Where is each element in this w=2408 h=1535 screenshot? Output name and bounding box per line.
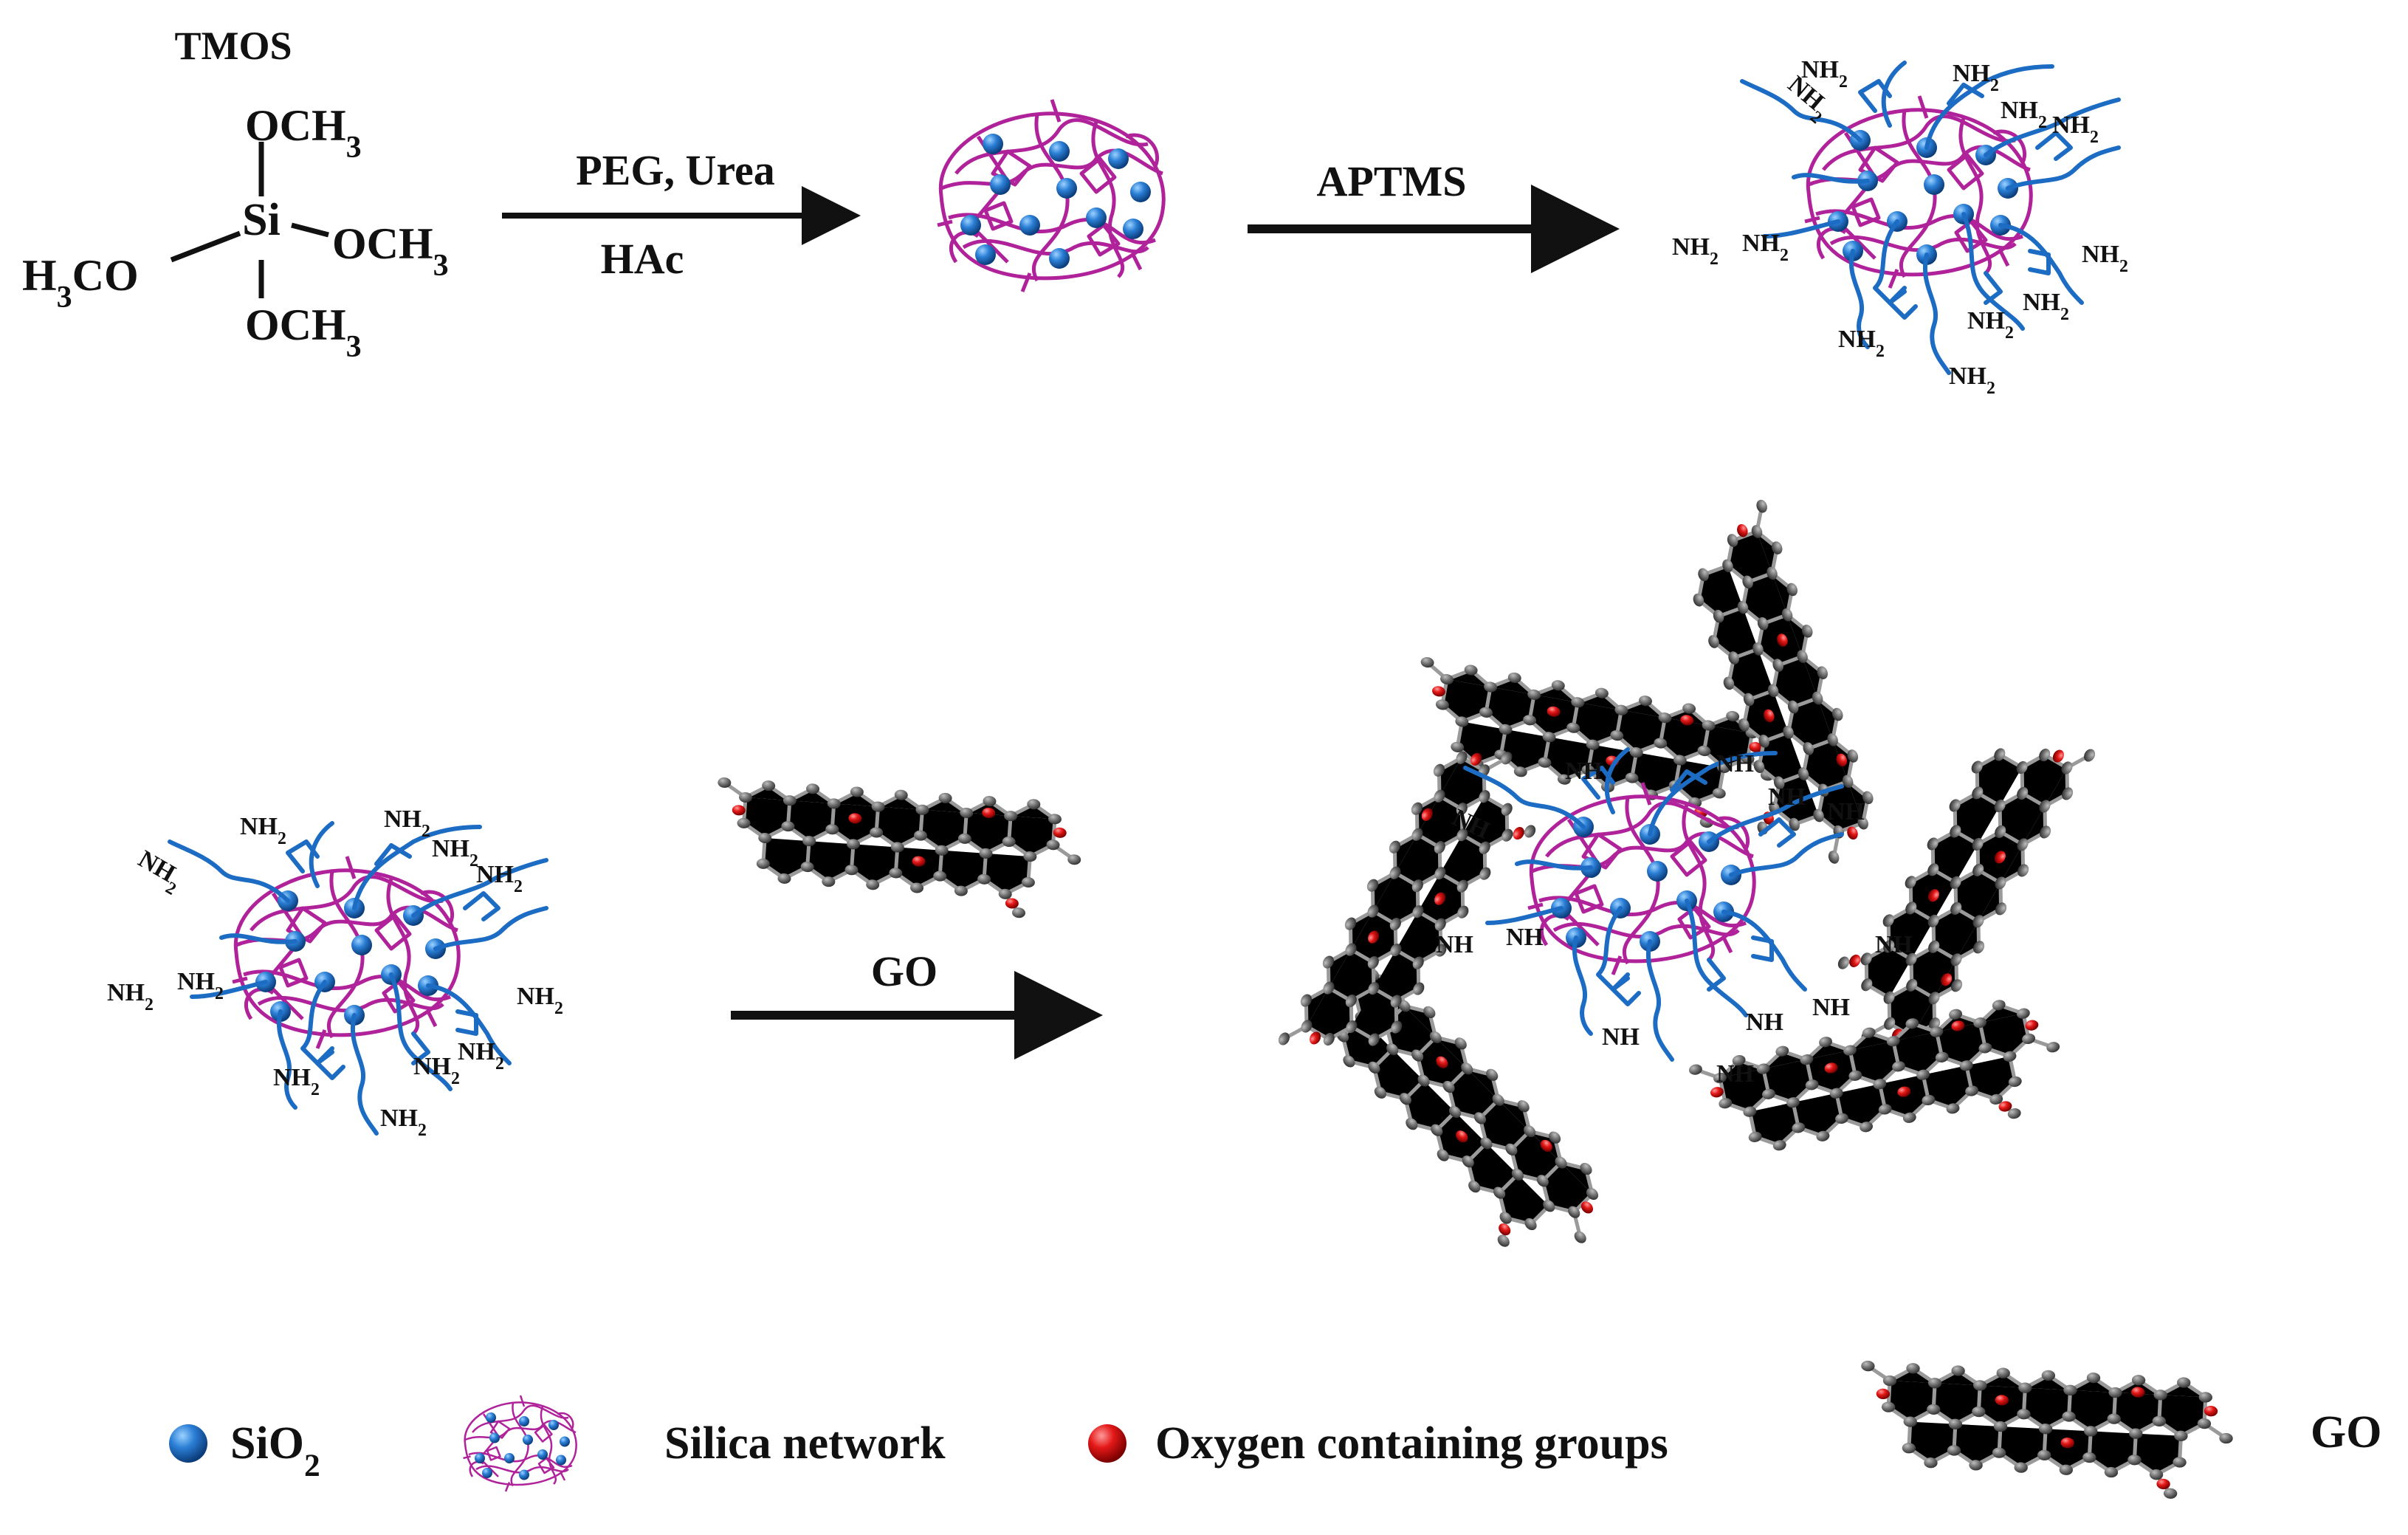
imine-label: NH bbox=[1746, 1009, 1783, 1036]
imine-label: NH bbox=[1812, 994, 1850, 1021]
legend: SiO2 Silica network Oxygen containing gr… bbox=[169, 1360, 2381, 1502]
h3co-left: H3CO bbox=[22, 251, 139, 315]
amine-label: NH2 bbox=[2023, 289, 2069, 324]
amine-label: NH2 bbox=[458, 1038, 504, 1074]
step1-arrow-group: PEG, Urea HAc bbox=[502, 146, 861, 283]
amine-label: NH2 bbox=[476, 861, 523, 896]
imine-label: NH bbox=[1602, 1023, 1640, 1051]
imine-label: NH bbox=[1506, 924, 1544, 951]
legend-sio2-label: SiO2 bbox=[230, 1418, 320, 1483]
step2-arrow-group: APTMS bbox=[1248, 157, 1620, 273]
imine-label: NH bbox=[1436, 931, 1473, 958]
amine-label: NH2 bbox=[1953, 60, 1999, 95]
amine-label: NH2 bbox=[107, 979, 154, 1014]
legend-sio2: SiO2 bbox=[169, 1418, 320, 1483]
imine-label: NH bbox=[1768, 783, 1806, 811]
step2-reagent-aptms: APTMS bbox=[1317, 157, 1467, 205]
och3-bottom: OCH3 bbox=[245, 301, 362, 364]
tmos-molecule: TMOS Si OCH3 OCH3 OCH3 H3CO bbox=[22, 24, 449, 364]
go-sheet-icon bbox=[1855, 1360, 2236, 1502]
silica-go-composite: NH NH NH NH NH NH NH NH NH NH NH NH bbox=[1276, 498, 2097, 1286]
amine-label: NH2 bbox=[130, 845, 188, 899]
imine-label: NH bbox=[1875, 931, 1913, 958]
amine-label: NH2 bbox=[1967, 307, 2014, 343]
legend-go: GO bbox=[1855, 1360, 2381, 1502]
step1-reagent-peg-urea: PEG, Urea bbox=[576, 146, 775, 194]
legend-oxygen-groups: Oxygen containing groups bbox=[1088, 1418, 1668, 1469]
amine-label: NH2 bbox=[240, 813, 286, 848]
tmos-title: TMOS bbox=[174, 24, 292, 68]
amine-label: NH2 bbox=[2052, 111, 2099, 147]
amine-silica-particle-top: NH2 NH2 NH2 NH2 NH2 NH2 NH2 NH2 NH2 NH2 … bbox=[1672, 56, 2128, 398]
imine-label: NH bbox=[1716, 750, 1754, 777]
amine-label: NH2 bbox=[384, 806, 430, 841]
amine-label: NH2 bbox=[380, 1105, 427, 1140]
imine-label: NH bbox=[1716, 1060, 1754, 1088]
amine-label: NH2 bbox=[413, 1053, 460, 1088]
och3-right: OCH3 bbox=[332, 219, 449, 283]
si-atom: Si bbox=[242, 195, 281, 245]
silica-network-icon bbox=[462, 1394, 577, 1493]
imine-label: NH bbox=[1565, 758, 1603, 785]
go-reagent-sheet bbox=[710, 777, 1085, 921]
amine-label: NH2 bbox=[1801, 56, 1848, 92]
silica-network-particle bbox=[938, 100, 1163, 292]
step3-reagent-go: GO bbox=[871, 947, 938, 995]
step3-arrow-group: GO bbox=[731, 947, 1103, 1060]
amine-label: NH2 bbox=[177, 968, 224, 1003]
amine-label: NH2 bbox=[273, 1064, 320, 1099]
legend-silica-network-label: Silica network bbox=[664, 1418, 946, 1469]
oxygen-sphere-icon bbox=[1088, 1424, 1126, 1463]
och3-top: OCH3 bbox=[245, 101, 362, 165]
legend-go-label: GO bbox=[2311, 1407, 2381, 1457]
amine-label: NH2 bbox=[432, 835, 478, 870]
legend-silica-network: Silica network bbox=[462, 1394, 946, 1493]
sio2-sphere-icon bbox=[169, 1424, 207, 1463]
imine-label: NH bbox=[1827, 798, 1865, 825]
amine-label: NH2 bbox=[1742, 230, 1789, 265]
amine-silica-particle-bottom: NH2 NH2 NH2 NH2 NH2 NH2 NH2 NH2 NH2 NH2 … bbox=[107, 806, 563, 1140]
amine-label: NH2 bbox=[1838, 326, 1885, 361]
amine-label: NH2 bbox=[1672, 233, 1719, 269]
amine-label: NH2 bbox=[2001, 97, 2047, 132]
legend-oxygen-groups-label: Oxygen containing groups bbox=[1155, 1418, 1668, 1469]
amine-label: NH2 bbox=[1949, 363, 1995, 398]
amine-label: NH2 bbox=[2082, 241, 2128, 276]
amine-label: NH2 bbox=[517, 983, 563, 1018]
step1-reagent-hac: HAc bbox=[601, 235, 684, 283]
